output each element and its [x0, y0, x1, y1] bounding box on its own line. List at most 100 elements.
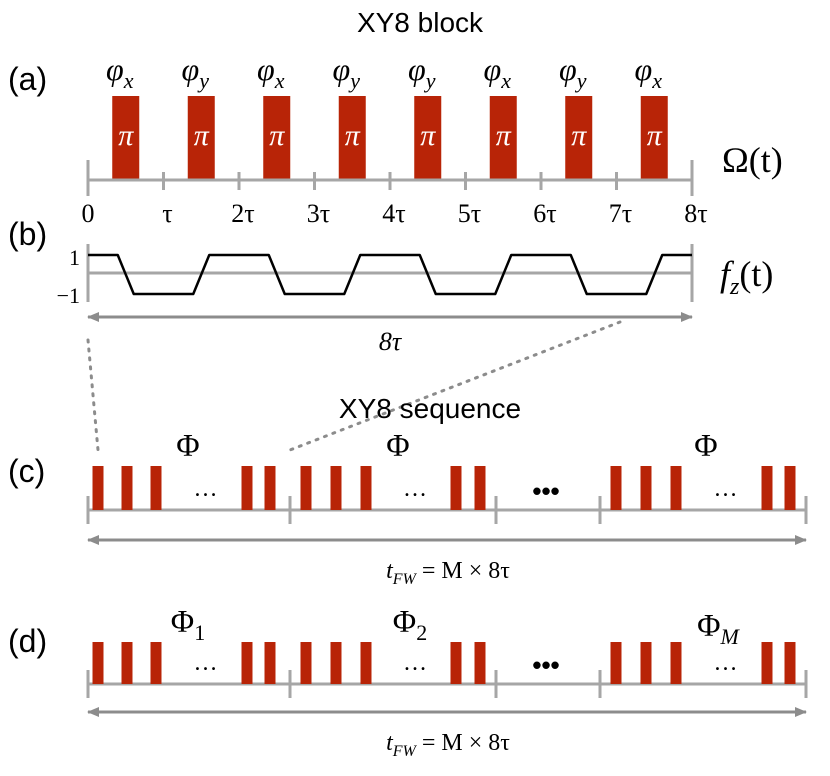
sequence-pulse-bar [640, 466, 652, 510]
fz-label-sub: z [729, 274, 740, 300]
sequence-pulse-bar [670, 466, 682, 510]
phase-label: φy [182, 51, 210, 93]
sequence-pulse-bar [330, 466, 342, 510]
block-inner-ellipsis: … [403, 476, 427, 502]
pi-pulse [414, 96, 442, 180]
sequence-pulse-bar [610, 466, 622, 510]
phase-label: φy [333, 51, 361, 93]
sequence-pulse-bar [450, 642, 462, 684]
sequence-pulse-bar [330, 642, 342, 684]
block-duration-label: 8τ [379, 327, 403, 356]
sequence-pulse-bar [92, 466, 104, 510]
sequence-pulse-bar [241, 642, 253, 684]
time-tick-label: 0 [82, 199, 95, 228]
sequence-pulse-bar [610, 642, 622, 684]
block-inner-ellipsis: … [714, 476, 738, 502]
sequence-pulse-bar [474, 642, 486, 684]
pi-pulse-label: π [647, 119, 663, 152]
sequence-row-d: … … … ••• [86, 642, 808, 698]
sequence-pulse-bar [300, 642, 312, 684]
block-title: XY8 block [357, 7, 484, 38]
time-tick-label: τ [162, 199, 172, 228]
phase-label: φy [559, 51, 587, 93]
sequence-pulse-bar [450, 466, 462, 510]
block-phi-3: Φ [694, 427, 717, 463]
phase-label: φx [484, 51, 512, 93]
pi-pulse [112, 96, 140, 180]
sequence-pulse-bar [264, 642, 276, 684]
pi-pulse [187, 96, 215, 180]
pi-pulse-label: π [345, 119, 361, 152]
block-inner-ellipsis: … [194, 476, 218, 502]
fz-level-low: −1 [57, 283, 80, 308]
pi-pulse-label: π [420, 119, 436, 152]
phase-labels: φx φy φx φy φy φx φy φx [106, 51, 662, 93]
fz-level-high: 1 [69, 245, 80, 270]
phase-label: φx [106, 51, 134, 93]
time-tick-label: 7τ [609, 199, 632, 228]
zoom-line-right [288, 320, 622, 452]
phase-label: φy [408, 51, 436, 93]
pi-pulse-label: π [571, 119, 587, 152]
block-phi-label-m: ΦM [697, 607, 740, 649]
pi-pulse-label: π [496, 119, 512, 152]
block-inner-ellipsis: … [194, 650, 218, 676]
sequence-pulse-bar [474, 466, 486, 510]
sequence-pulse-bar [121, 466, 133, 510]
gap-ellipsis: ••• [532, 650, 559, 680]
pi-pulse [489, 96, 517, 180]
sequence-pulse-bar [360, 466, 372, 510]
phase-label: φx [257, 51, 285, 93]
pi-pulse-label: π [269, 119, 285, 152]
sequence-row-c: … … … ••• [86, 466, 808, 524]
block-inner-ellipsis: … [403, 650, 427, 676]
sequence-pulse-bar [92, 642, 104, 684]
sequence-pulse-bar [360, 642, 372, 684]
pi-pulse-label: π [118, 119, 134, 152]
panel-d-label: (d) [8, 623, 47, 659]
block-phi-1: Φ [176, 427, 199, 463]
phase-label: φx [635, 51, 663, 93]
zoom-line-left [86, 338, 100, 452]
time-tick-label: 8τ [684, 199, 707, 228]
sequence-pulse-bar [761, 466, 773, 510]
sequence-pulse-bar [150, 466, 162, 510]
sequence-pulse-bar [121, 642, 133, 684]
time-tick-label: 2τ [231, 199, 254, 228]
pi-pulse [263, 96, 291, 180]
sequence-pulse-bar [300, 466, 312, 510]
panel-b-label: (b) [8, 216, 47, 252]
time-tick-label: 6τ [533, 199, 556, 228]
sequence-title: XY8 sequence [339, 393, 521, 424]
panel-a-label: (a) [8, 61, 47, 97]
pi-pulse-label: π [194, 119, 210, 152]
omega-axis [86, 160, 694, 196]
pi-pulse [338, 96, 366, 180]
fz-waveform [88, 253, 692, 296]
total-time-label-d: tFW = M × 8τ [386, 730, 510, 760]
time-tick-label: 3τ [307, 199, 330, 228]
time-tick-label: 5τ [458, 199, 481, 228]
sequence-pulse-bar [640, 642, 652, 684]
sequence-pulse-bar [150, 642, 162, 684]
block-phi-label-2: Φ2 [393, 603, 427, 645]
sequence-pulse-bar [761, 642, 773, 684]
block-inner-ellipsis: … [714, 650, 738, 676]
omega-label: Ω(t) [722, 140, 783, 180]
panel-c-label: (c) [8, 453, 45, 489]
pi-pulse [640, 96, 668, 180]
gap-ellipsis: ••• [532, 476, 559, 506]
block-phi-2: Φ [386, 427, 409, 463]
sequence-pulse-bar [241, 466, 253, 510]
fz-label: fz(t) [720, 254, 773, 300]
fz-label-arg: (t) [739, 254, 773, 294]
total-time-label-c: tFW = M × 8τ [386, 558, 510, 588]
sequence-pulse-bar [784, 642, 796, 684]
sequence-pulse-bar [784, 466, 796, 510]
sequence-pulse-bar [670, 642, 682, 684]
block-phi-label-1: Φ1 [171, 603, 205, 645]
pi-pulse [565, 96, 593, 180]
